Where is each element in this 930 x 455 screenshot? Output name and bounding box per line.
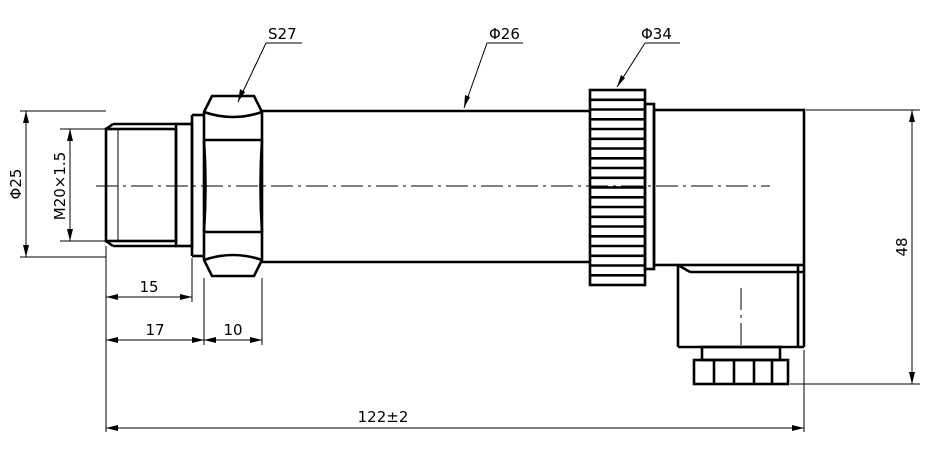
leader-s27: S27	[237, 25, 302, 103]
dim-label-thread-total: 17	[145, 321, 164, 339]
extension-lines	[20, 109, 920, 432]
dim-label-total-length: 122±2	[358, 408, 409, 426]
dim-total-length: 122±2	[106, 408, 804, 431]
dim-17-10: 17 10	[106, 321, 262, 343]
dim-label-thread-diameter: Φ25	[7, 169, 25, 200]
leader-phi34: Φ34	[616, 25, 680, 88]
knurled-ring	[588, 88, 647, 287]
dim-m20: M20×1.5	[51, 129, 73, 241]
dim-label-connector-height: 48	[893, 237, 911, 256]
label-knurl-diameter: Φ34	[641, 25, 672, 43]
threaded-fitting	[104, 122, 194, 248]
label-hex-size: S27	[268, 25, 297, 43]
dim-48: 48	[893, 110, 915, 384]
dim-label-thread-spec: M20×1.5	[51, 152, 69, 220]
dim-phi25: Φ25	[7, 111, 29, 257]
connector-housing	[643, 102, 806, 349]
dim-label-hex-width: 10	[223, 321, 242, 339]
dim-label-thread-length: 15	[139, 278, 158, 296]
label-body-diameter: Φ26	[489, 25, 520, 43]
sensor-body	[262, 109, 590, 264]
cable-gland	[692, 345, 790, 386]
dim-15: 15	[106, 278, 192, 300]
leader-phi26: Φ26	[463, 25, 523, 109]
